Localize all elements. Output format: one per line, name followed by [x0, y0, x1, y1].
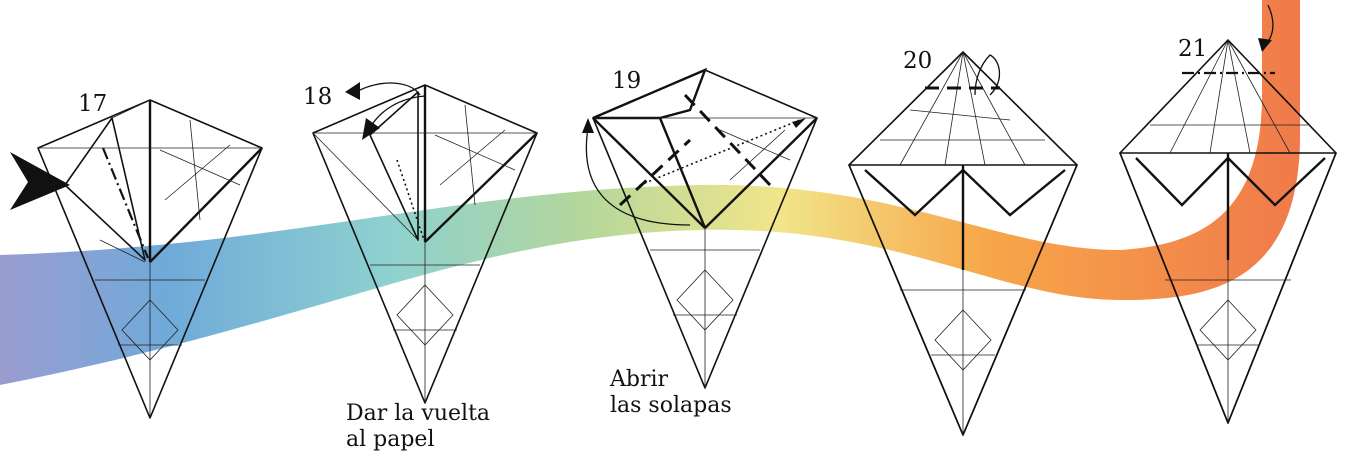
step-20-number: 20 — [903, 48, 932, 74]
unfold-arrow-icon — [585, 127, 691, 226]
step-19-caption-line2: las solapas — [610, 393, 732, 418]
step-19-model — [582, 67, 818, 389]
push-arrow-icon — [10, 152, 70, 210]
step-19-number: 19 — [612, 68, 641, 94]
step-18-number: 18 — [303, 84, 332, 110]
step-21-model — [1119, 4, 1337, 424]
step-17-model — [10, 99, 263, 419]
rainbow-ribbon — [0, 0, 1300, 385]
step-18-model — [312, 82, 538, 404]
step-18-caption-line2: al papel — [346, 427, 434, 452]
step-18-caption-line1: Dar la vuelta — [346, 401, 490, 426]
flip-arrow-icon — [359, 82, 421, 96]
step-19-caption-line1: Abrir — [609, 367, 669, 392]
step-20-model — [848, 51, 1078, 436]
fold-arrow-icon — [974, 54, 1001, 96]
step-17-number: 17 — [78, 91, 107, 117]
step-21-number: 21 — [1178, 36, 1207, 62]
